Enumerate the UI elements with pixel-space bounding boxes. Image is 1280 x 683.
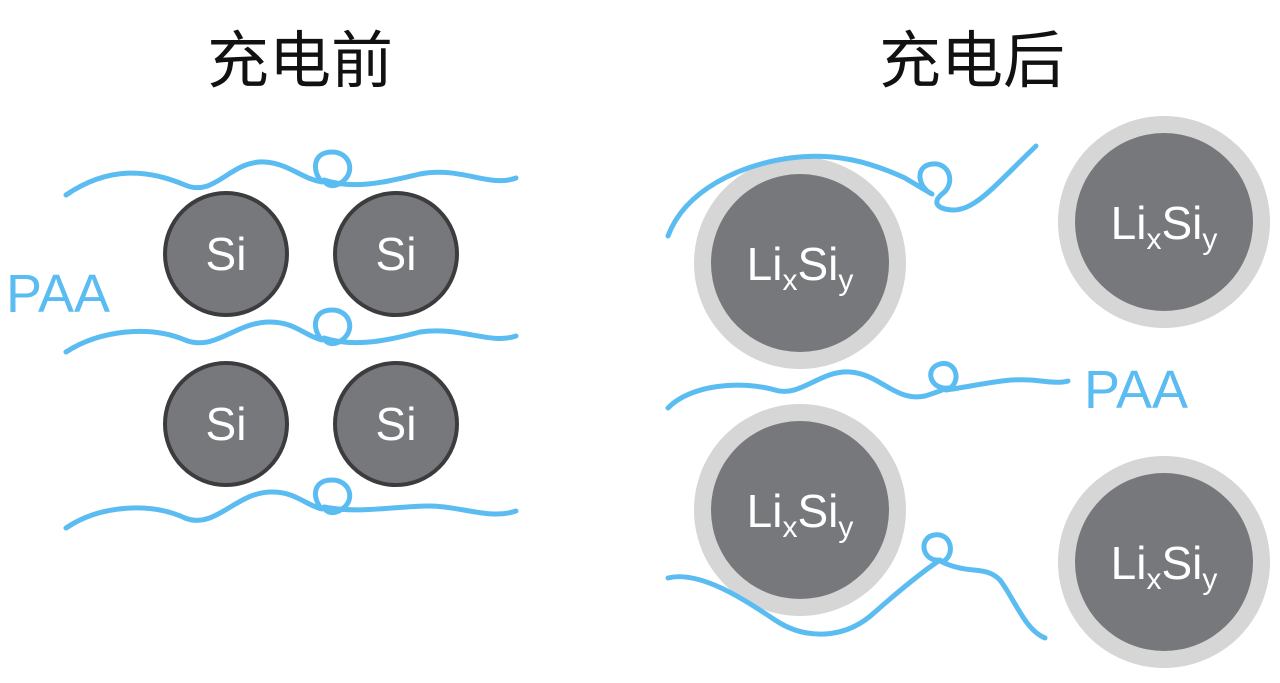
svg-text:LixSiy: LixSiy	[1111, 537, 1218, 596]
paa-chain-left-bottom	[63, 477, 519, 531]
svg-text:Si: Si	[206, 228, 247, 280]
lisi-particle-top-left: LixSiy	[694, 157, 906, 369]
svg-text:LixSiy: LixSiy	[1111, 197, 1218, 256]
svg-text:Si: Si	[206, 398, 247, 450]
paa-label-left: PAA	[6, 264, 110, 324]
svg-text:Si: Si	[376, 398, 417, 450]
svg-text:LixSiy: LixSiy	[747, 485, 854, 544]
paa-chain-right-middle	[665, 361, 1071, 411]
title-after-charging: 充电后	[879, 24, 1065, 97]
title-before-charging: 充电前	[207, 24, 393, 97]
paa-chain-right-bottom	[665, 532, 1048, 641]
paa-chain-right-top	[665, 143, 1039, 239]
si-particle-bottom-right: Si	[333, 361, 459, 487]
paa-label-right: PAA	[1084, 360, 1188, 420]
paa-chain-left-middle	[63, 307, 519, 355]
si-particle-top-left: Si	[163, 191, 289, 317]
paa-chain-left-top	[63, 149, 519, 198]
si-particle-top-right: Si	[333, 191, 459, 317]
svg-text:LixSiy: LixSiy	[747, 238, 854, 297]
lisi-particle-bottom-right: LixSiy	[1058, 456, 1270, 668]
lisi-particle-bottom-left: LixSiy	[694, 404, 906, 616]
lisi-particle-top-right: LixSiy	[1058, 116, 1270, 328]
si-particle-bottom-left: Si	[163, 361, 289, 487]
svg-text:Si: Si	[376, 228, 417, 280]
